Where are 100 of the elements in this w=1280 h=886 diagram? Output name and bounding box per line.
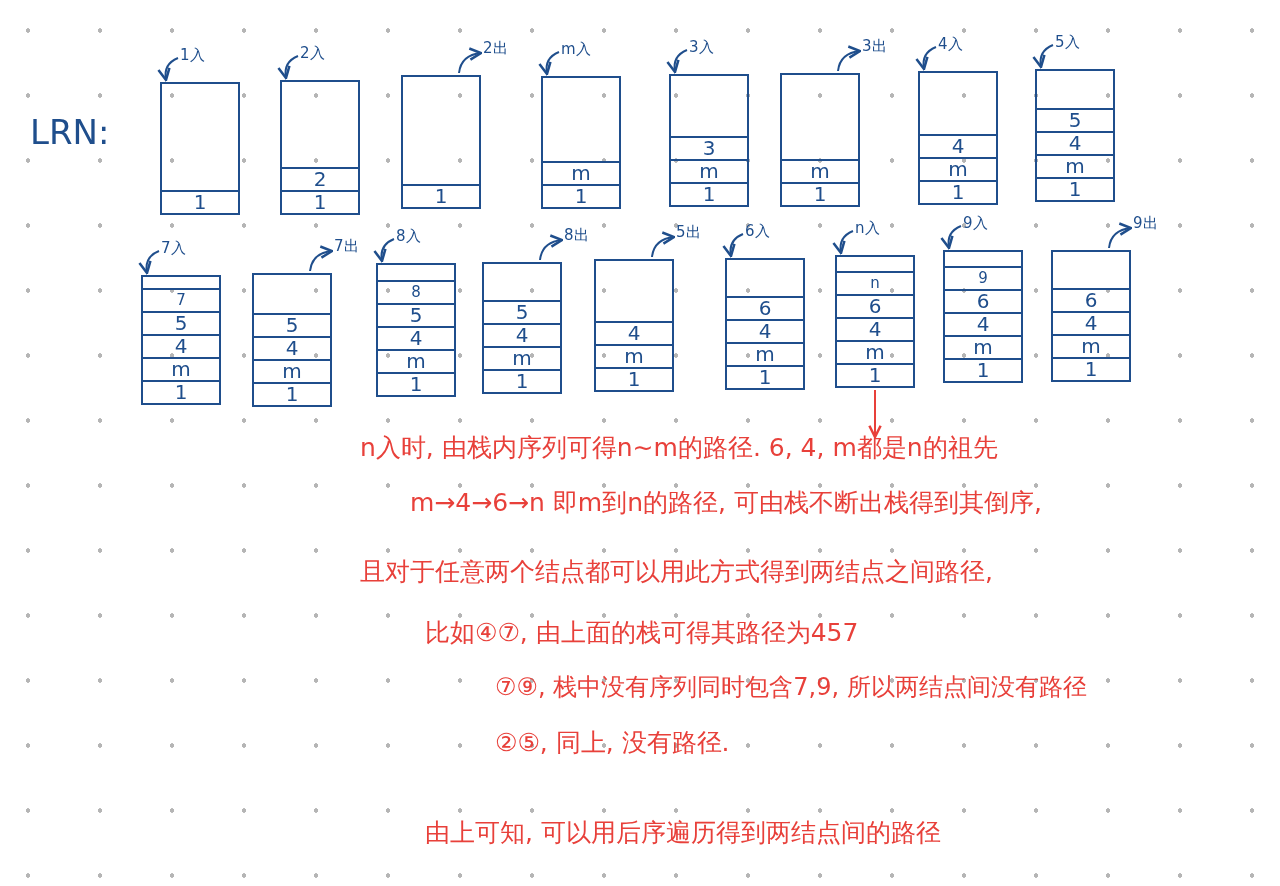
stack-item: 6 [837,294,913,317]
edge-label: n入 [855,219,880,237]
arrow [1032,44,1054,69]
stack-item: 1 [945,358,1021,381]
stack-item: 1 [837,363,913,386]
stack-item: 4 [920,134,996,157]
stack-item: 1 [727,365,803,388]
stack-item: 4 [1053,311,1129,334]
stack-item: m [543,161,619,184]
edge-label: 8入 [396,227,421,245]
stack-item: 8 [378,280,454,303]
edge-label: 8出 [564,226,589,244]
stack-item: 3 [671,136,747,159]
arrow [832,230,854,255]
edge-label: 3出 [862,37,887,55]
stack-item: m [945,335,1021,358]
stack-box [376,263,456,397]
stack-item: 5 [378,303,454,326]
stack-item: 9 [945,266,1021,289]
stack-item: 1 [1037,177,1113,200]
stack-item: m [727,342,803,365]
stack-box [943,250,1023,383]
arrow [373,238,395,263]
stack-item: 4 [596,321,672,344]
stack-item: 4 [143,334,219,357]
stack-box [482,262,562,394]
stack-item: 5 [254,313,330,336]
stack-item: 1 [596,367,672,390]
note-text: ⑦⑨, 栈中没有序列同时包含7,9, 所以两结点间没有路径 [495,673,1087,702]
stack-box [780,73,860,207]
stack-item: m [484,346,560,369]
stack-item: 6 [1053,288,1129,311]
stack-item: m [254,359,330,382]
arrow [868,389,882,439]
stack-box [1051,250,1131,382]
stack-item: m [671,159,747,182]
arrow [309,245,334,272]
stack-item: 6 [945,289,1021,312]
stack-item: 7 [143,288,219,311]
stack-box [918,71,998,205]
stack-box [160,82,240,215]
stack-item: 5 [143,311,219,334]
stack-box [725,258,805,390]
stack-item: 1 [162,190,238,213]
edge-label: 7入 [161,239,186,257]
edge-label: 1入 [180,46,205,64]
arrow [539,234,564,261]
stack-item: 5 [1037,108,1113,131]
stack-item: 4 [1037,131,1113,154]
stack-item: n [837,271,913,294]
arrow [138,250,160,275]
note-text: m→4→6→n 即m到n的路径, 可由栈不断出栈得到其倒序, [410,488,1042,518]
note-text: 且对于任意两个结点都可以用此方式得到两结点之间路径, [360,557,993,587]
stack-item: 4 [727,319,803,342]
edge-label: 6入 [745,222,770,240]
stack-item: m [596,344,672,367]
stack-item: m [782,159,858,182]
edge-label: 2出 [483,39,508,57]
edge-label: 5出 [676,223,701,241]
arrow [940,225,962,250]
edge-label: 9出 [1133,214,1158,232]
stack-box [280,80,360,215]
stack-item: 1 [782,182,858,205]
edge-label: 3入 [689,38,714,56]
stack-item: m [1053,334,1129,357]
arrow [277,55,299,80]
edge-label: 4入 [938,35,963,53]
stack-item: 1 [671,182,747,205]
stack-item: 1 [484,369,560,392]
stack-item: 1 [143,380,219,403]
stack-item: 4 [254,336,330,359]
edge-label: 2入 [300,44,325,62]
edge-label: m入 [561,40,591,58]
stack-item: 1 [543,184,619,207]
arrow [722,233,744,258]
arrow [837,45,862,72]
arrow [915,46,937,71]
stack-box [541,76,621,209]
stack-box [1035,69,1115,202]
arrow [458,47,483,74]
stack-item: 1 [403,184,479,207]
edge-label: 5入 [1055,33,1080,51]
stack-item: 4 [484,323,560,346]
arrow [1108,222,1133,249]
stack-item: 6 [727,296,803,319]
arrow [538,51,560,76]
stack-box [401,75,481,209]
edge-label: 7出 [334,237,359,255]
stack-box [594,259,674,392]
stack-item: m [837,340,913,363]
stack-box [141,275,221,405]
stack-item: 5 [484,300,560,323]
stack-item: 1 [378,372,454,395]
stack-item: 4 [945,312,1021,335]
note-text: ②⑤, 同上, 没有路径. [495,728,730,758]
stack-item: 2 [282,167,358,190]
stack-item: 4 [378,326,454,349]
stack-item: 4 [837,317,913,340]
stack-item: m [143,357,219,380]
note-text: 由上可知, 可以用后序遍历得到两结点间的路径 [425,818,941,848]
